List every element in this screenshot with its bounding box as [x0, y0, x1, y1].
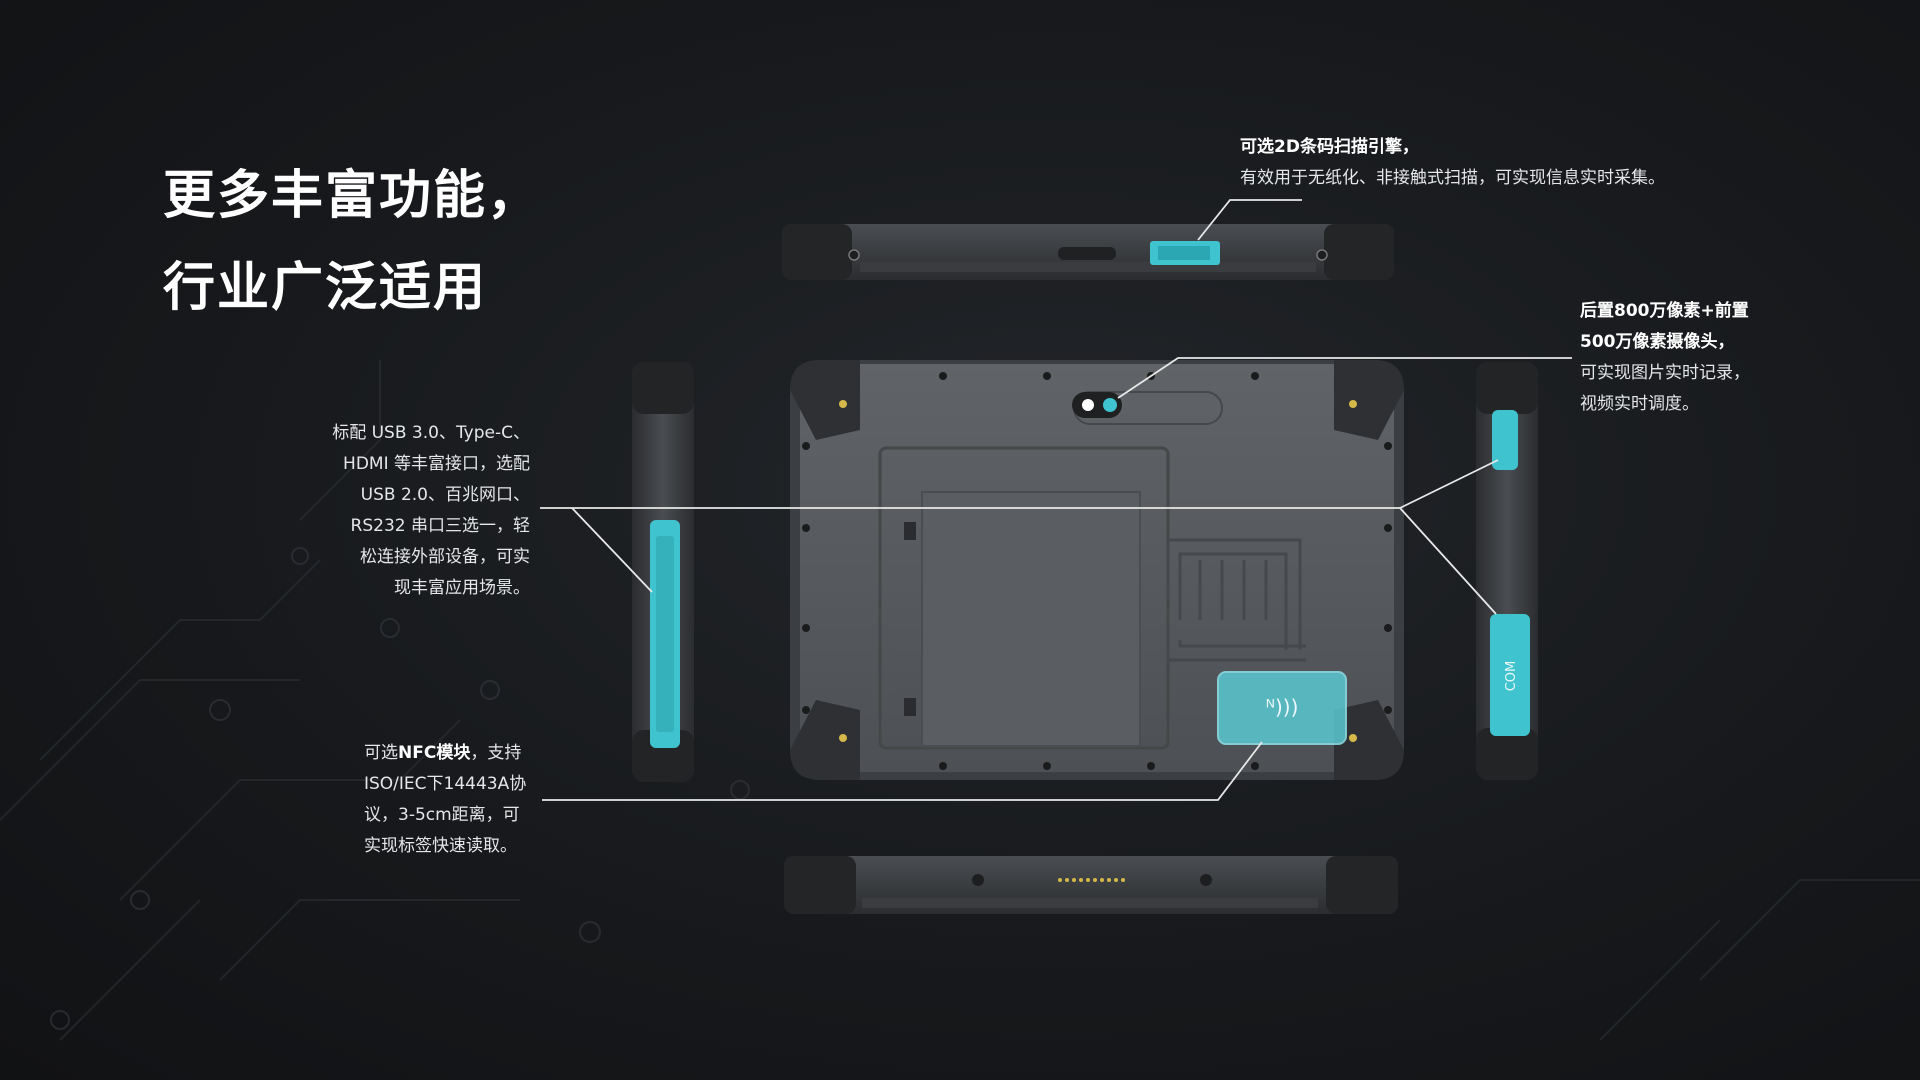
- device-bottom-edge-view: [784, 856, 1398, 914]
- nfc-leader: [542, 741, 1263, 801]
- nfc-callout-bold: NFC模块: [398, 743, 471, 763]
- nfc-callout-suffix: ，支持: [470, 743, 522, 763]
- camera-leader: [1117, 357, 1572, 399]
- ports-callout-line: 标配 USB 3.0、Type-C、: [332, 423, 530, 443]
- headline-line-1: 更多丰富功能，: [163, 166, 542, 226]
- ports-callout: 标配 USB 3.0、Type-C、 HDMI 等丰富接口，选配 USB 2.0…: [318, 418, 530, 604]
- device-back-view: ᴺ))): [790, 360, 1404, 780]
- ports-callout-line: 松连接外部设备，可实: [360, 547, 530, 567]
- camera-callout-desc-1: 可实现图片实时记录，: [1580, 363, 1750, 383]
- right-port-cover-top: [1492, 410, 1518, 470]
- headline-line-2: 行业广泛适用: [163, 258, 488, 318]
- camera-callout-title-2: 500万像素摄像头，: [1580, 332, 1735, 352]
- ports-callout-line: RS232 串口三选一，轻: [350, 516, 530, 536]
- leader-lines: [540, 199, 1572, 801]
- pogo-pin-connector: [1058, 878, 1125, 882]
- nfc-area: ᴺ))): [1217, 671, 1347, 745]
- nfc-callout-line-3: 议，3-5cm距离，可: [364, 805, 520, 825]
- ports-leader-left-diag: [571, 507, 653, 593]
- camera-callout: 后置800万像素+前置 500万像素摄像头， 可实现图片实时记录， 视频实时调度…: [1580, 296, 1820, 420]
- headline: 更多丰富功能， 行业广泛适用: [163, 150, 683, 334]
- com-port-label: COM: [1504, 661, 1519, 692]
- nfc-callout-prefix: 可选: [364, 743, 398, 763]
- camera-callout-title-1: 后置800万像素+前置: [1580, 301, 1749, 321]
- nfc-callout-line-4: 实现标签快速读取。: [364, 836, 517, 856]
- nfc-callout-line-2: ISO/IEC下14443A协: [364, 774, 527, 794]
- ports-callout-line: 现丰富应用场景。: [394, 578, 530, 598]
- scanner-leader: [1197, 199, 1302, 241]
- scanner-callout: 可选2D条码扫描引擎， 有效用于无纸化、非接触式扫描，可实现信息实时采集。: [1240, 132, 1760, 194]
- ports-leader-right: [1399, 459, 1499, 509]
- device-left-edge-view: [632, 362, 694, 782]
- nfc-symbol: ᴺ))): [1266, 695, 1299, 719]
- ports-leader-right-diag: [1399, 507, 1497, 615]
- scanner-callout-title: 可选2D条码扫描引擎，: [1240, 137, 1419, 157]
- device-right-edge-view: COM: [1476, 362, 1538, 780]
- rear-camera-lens: [1103, 398, 1117, 412]
- device-top-edge-view: [782, 224, 1394, 280]
- com-port-cover: [1490, 614, 1530, 736]
- nfc-callout: 可选NFC模块，支持 ISO/IEC下14443A协 议，3-5cm距离，可 实…: [364, 738, 554, 862]
- ports-callout-line: USB 2.0、百兆网口、: [360, 485, 530, 505]
- scanner-callout-desc: 有效用于无纸化、非接触式扫描，可实现信息实时采集。: [1240, 168, 1665, 188]
- camera-callout-desc-2: 视频实时调度。: [1580, 394, 1699, 414]
- ports-callout-line: HDMI 等丰富接口，选配: [343, 454, 530, 474]
